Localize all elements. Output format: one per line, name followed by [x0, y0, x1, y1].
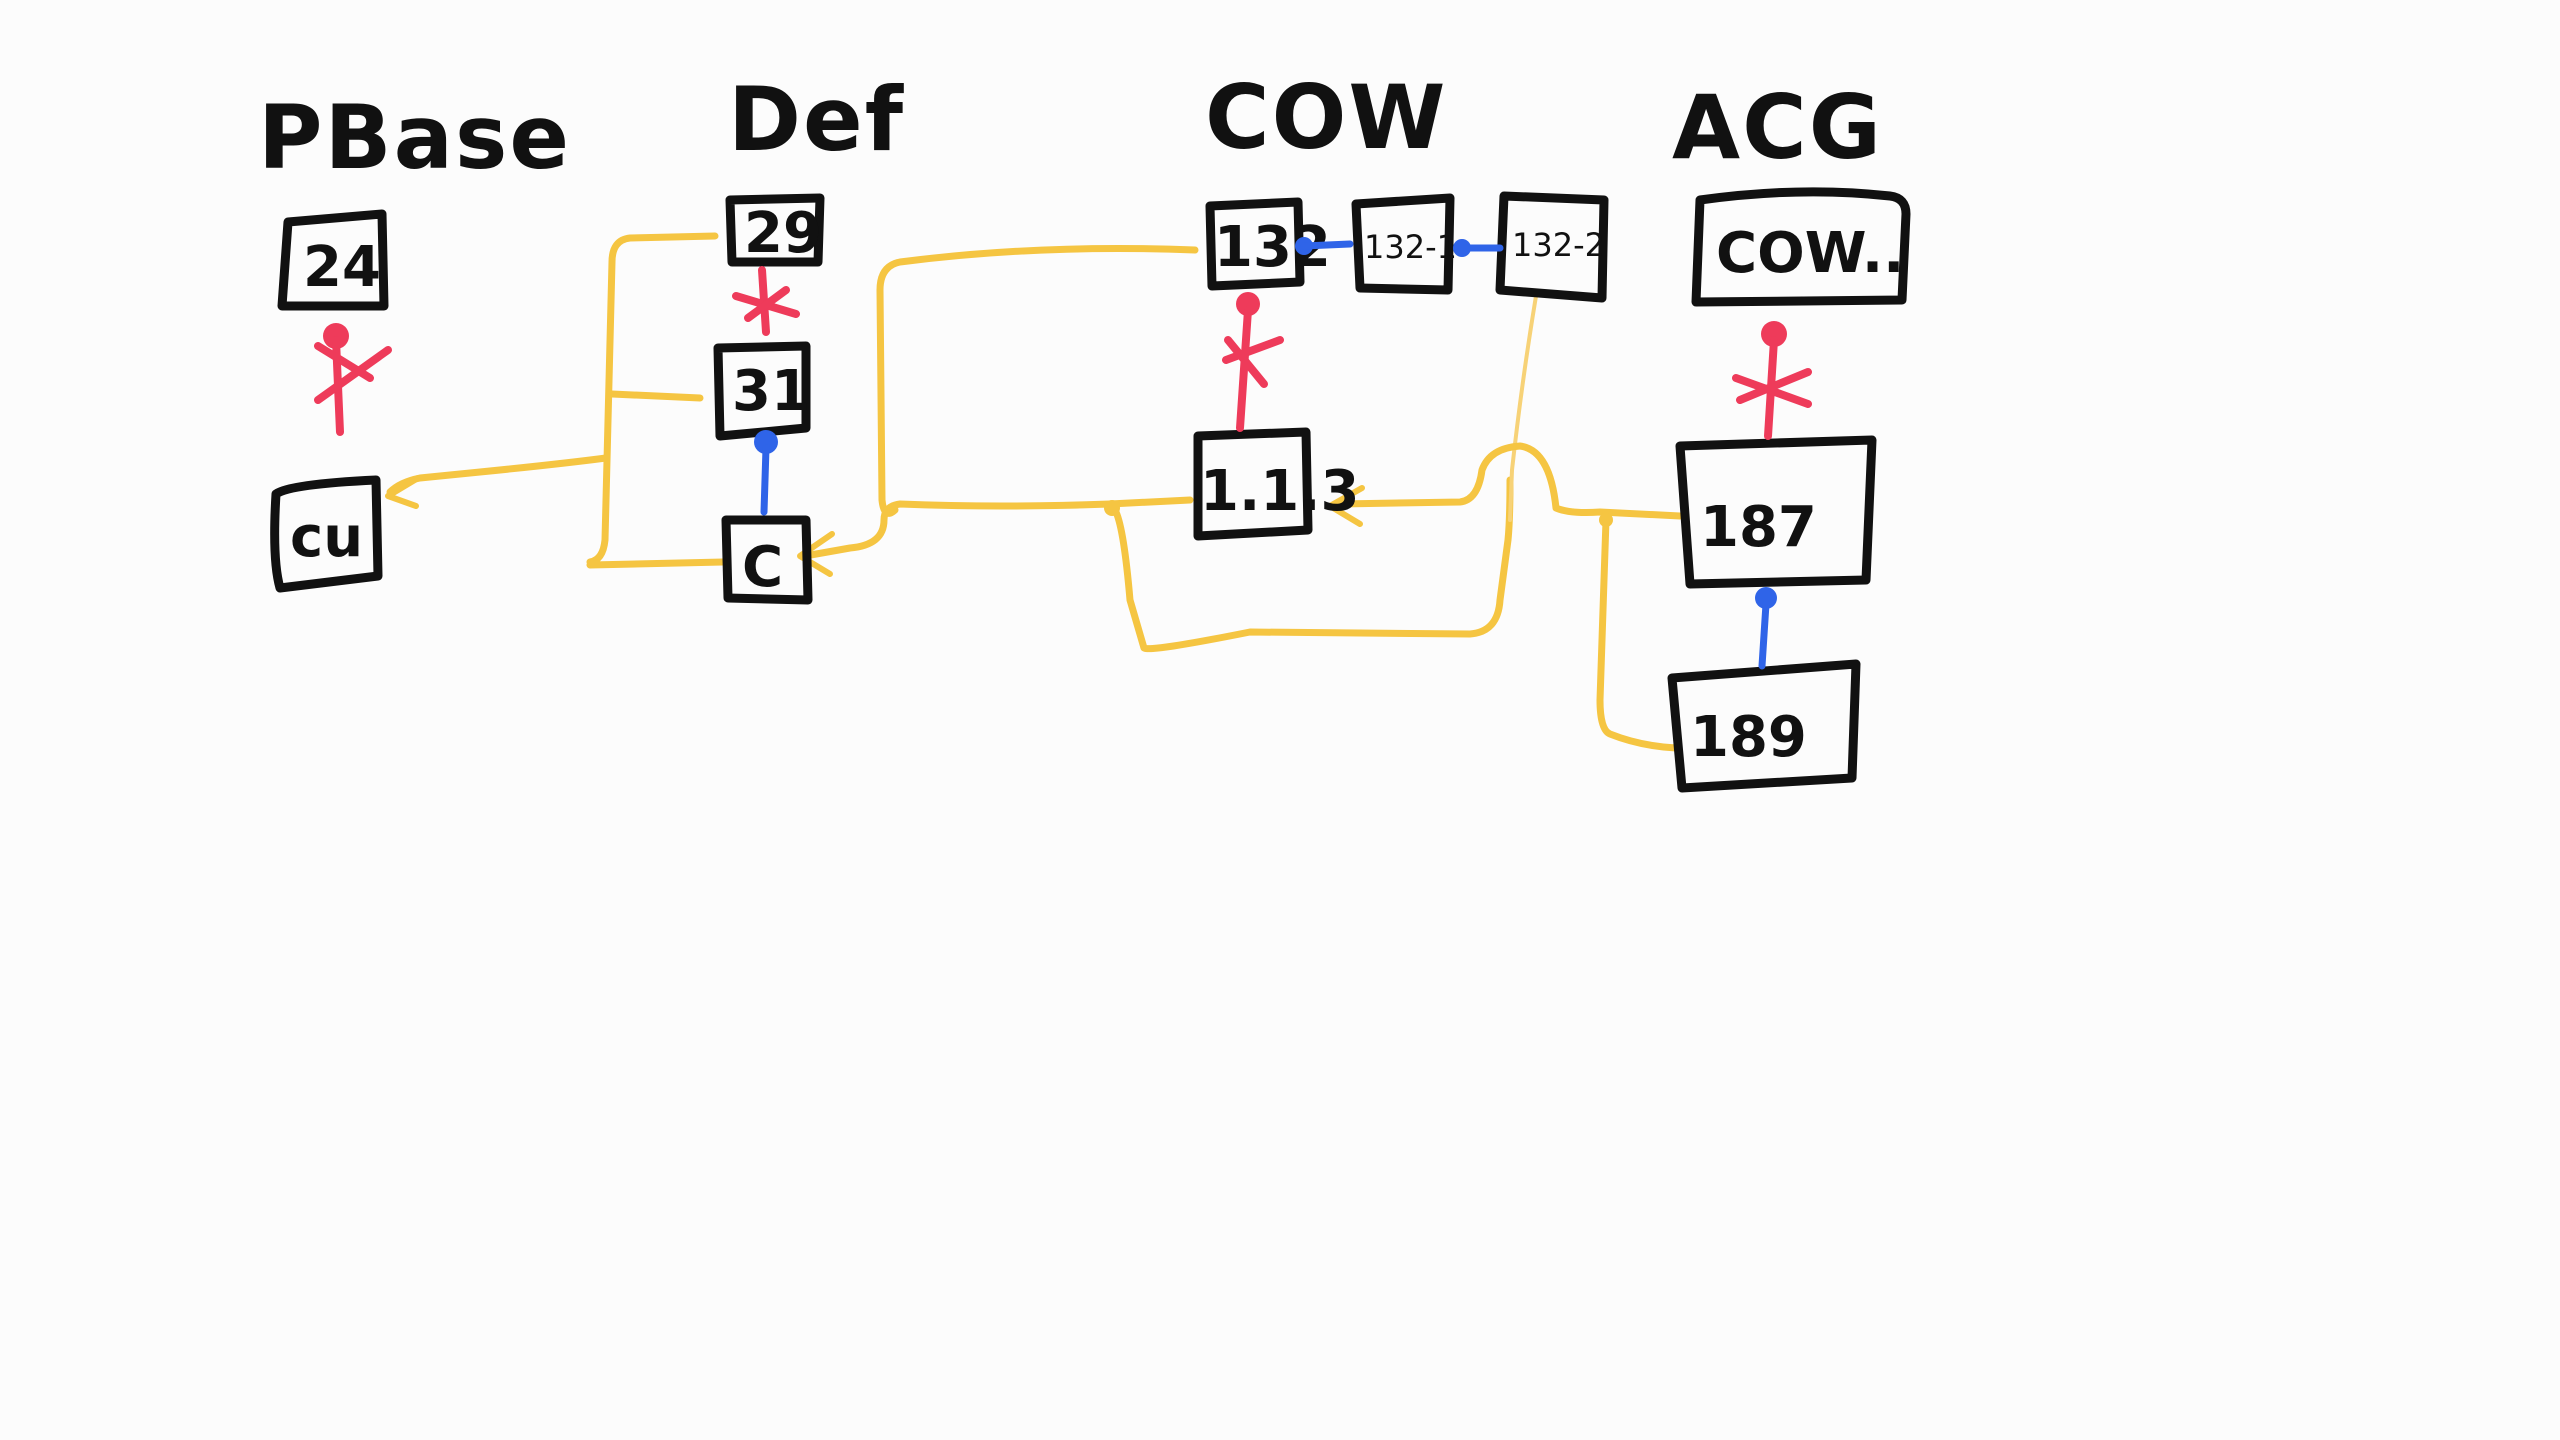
node-def-31[interactable]: 31 [713, 341, 811, 441]
break-marker-acg [1732, 321, 1812, 440]
link-connector-132-132-1 [1295, 237, 1354, 255]
flow-113-to-defc [801, 496, 1194, 560]
flow-loop-cow [1112, 476, 1514, 653]
node-pbase-cu[interactable]: cu [270, 475, 383, 593]
column-title-def: Def [728, 68, 905, 171]
node-label-31: 31 [732, 359, 810, 424]
flow-bracket-to-cu [386, 454, 610, 496]
node-label-187: 187 [1700, 495, 1817, 560]
link-connector-187-189 [1755, 587, 1777, 670]
node-cow-113[interactable]: 1.1.3 [1193, 427, 1359, 541]
flow-def-31-branch [608, 390, 704, 402]
flow-cow132-to-defc [876, 245, 1199, 517]
node-pbase-24[interactable]: 24 [277, 209, 389, 311]
node-label-189: 189 [1690, 705, 1807, 770]
node-acg-189[interactable]: 189 [1667, 659, 1861, 793]
node-acg-cow[interactable]: COW.. [1691, 187, 1911, 307]
node-label-acg-cow: COW.. [1716, 221, 1904, 286]
node-acg-187[interactable]: 187 [1675, 435, 1877, 589]
column-title-acg: ACG [1672, 76, 1883, 179]
node-def-c[interactable]: C [721, 515, 813, 605]
node-label-132-1: 132-1 [1364, 228, 1457, 266]
flow-189-to-187 [1596, 516, 1680, 752]
break-marker-pbase [314, 323, 392, 436]
arrowhead-cu [385, 475, 421, 509]
node-def-29[interactable]: 29 [725, 193, 825, 267]
node-cow-132-2[interactable]: 132-2 [1495, 191, 1609, 303]
break-marker-cow [1222, 292, 1284, 432]
flow-def-bracket [586, 232, 727, 569]
node-label-cu: cu [290, 505, 363, 570]
arrowhead-defc [797, 531, 835, 577]
junction-dot-acg [1599, 513, 1613, 527]
column-title-cow: COW [1205, 66, 1447, 169]
flow-187-to-113 [1336, 442, 1684, 520]
flow-132-2-down [1508, 294, 1538, 522]
node-cow-132-1[interactable]: 132-1 [1351, 193, 1457, 295]
arrowhead-113 [1327, 485, 1365, 527]
break-marker-def [732, 266, 800, 336]
node-label-29: 29 [744, 201, 822, 266]
node-label-c: C [742, 535, 783, 600]
node-label-24: 24 [303, 235, 381, 300]
node-label-132-2: 132-2 [1512, 226, 1605, 264]
column-title-pbase: PBase [258, 86, 571, 189]
link-connector-132-1-132-2 [1453, 239, 1504, 257]
link-connector-31-c [754, 430, 778, 516]
node-label-113: 1.1.3 [1200, 459, 1359, 524]
